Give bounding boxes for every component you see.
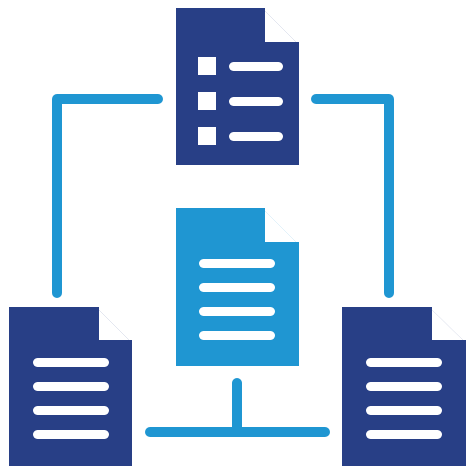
right-document-icon (342, 307, 466, 466)
connector-lines (52, 94, 394, 437)
checkbox-1 (198, 57, 216, 75)
checklist-line-3 (229, 132, 283, 141)
center-document-icon (176, 208, 299, 366)
left-document-icon (9, 307, 132, 466)
checklist-line-2 (229, 97, 283, 106)
top-document-icon (176, 8, 299, 165)
checklist-line-1 (229, 62, 283, 71)
checkbox-2 (198, 92, 216, 110)
connector-top-right (311, 94, 394, 298)
connector-top-left (52, 94, 163, 298)
checkbox-3 (198, 127, 216, 145)
